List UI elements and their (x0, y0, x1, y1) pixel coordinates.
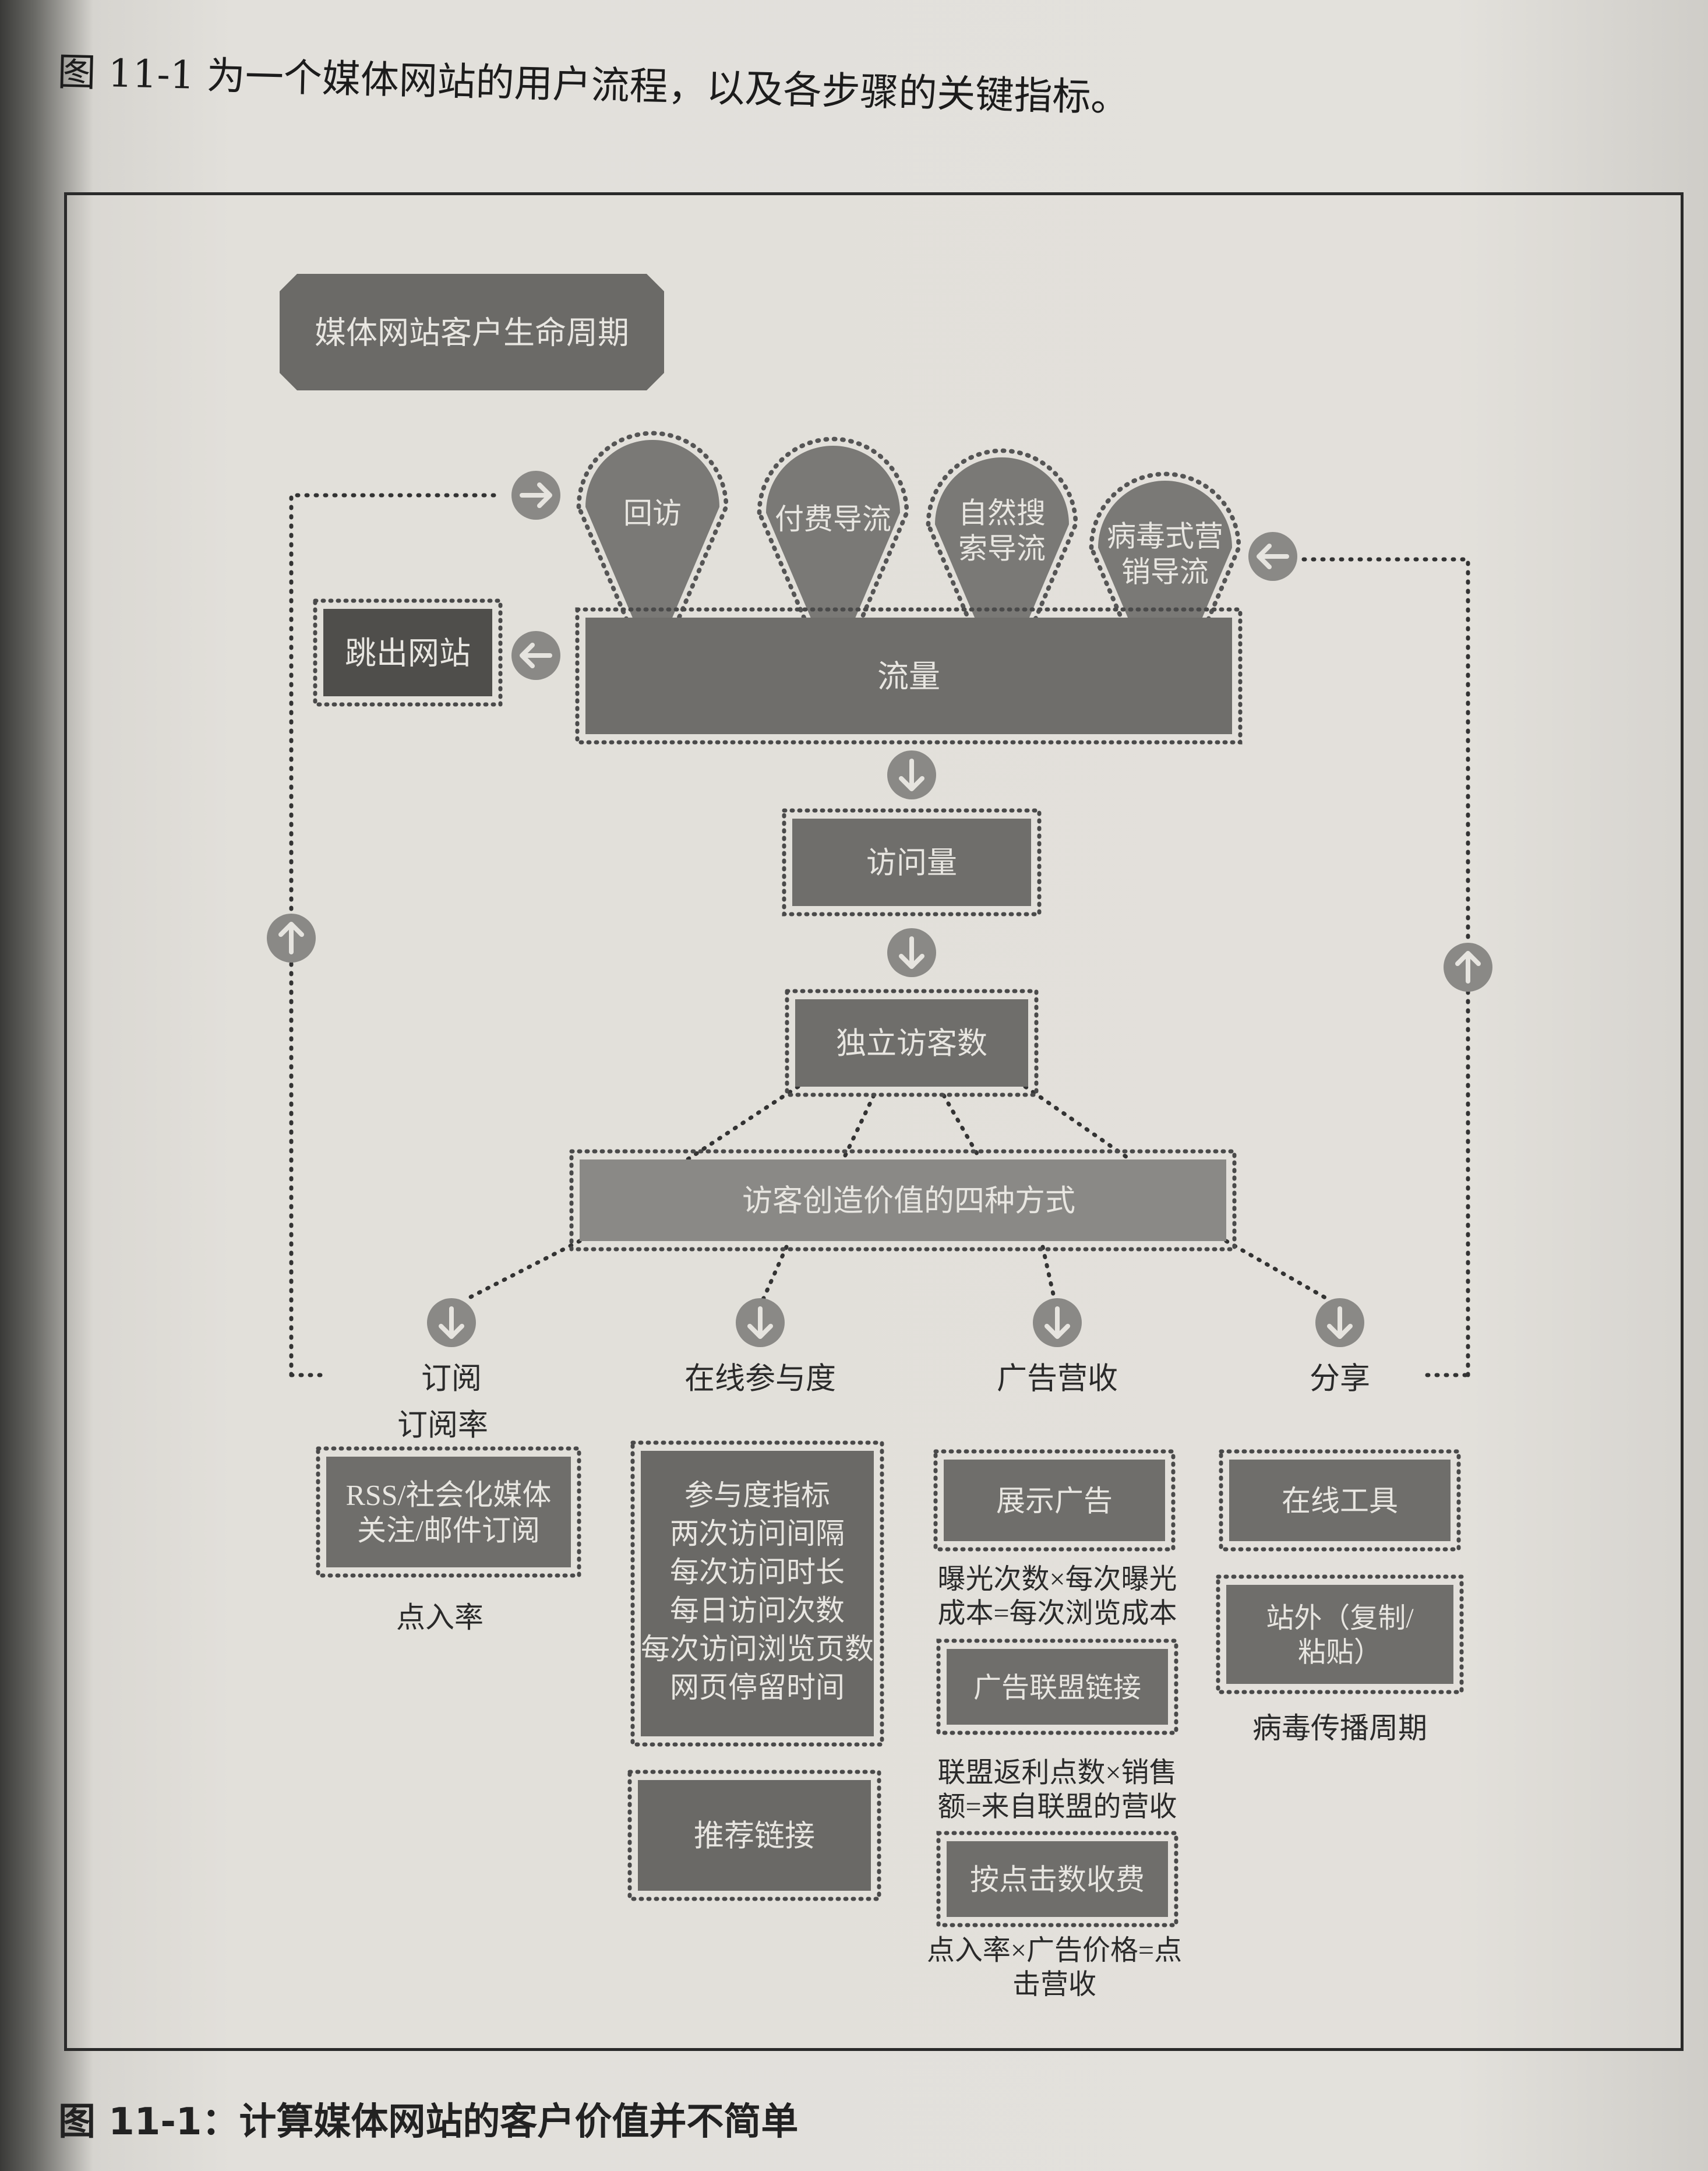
display-box-border (933, 1449, 1176, 1552)
ppc-label: 按点击数收费 (970, 1863, 1145, 1896)
branch-arrow-icon-2 (1033, 1298, 1082, 1347)
subscribe-box-border (316, 1446, 581, 1578)
fan-out-line-1 (761, 1245, 789, 1302)
fan-in-line-1 (842, 1093, 876, 1159)
offsite-label: 站外（复制/粘贴） (1266, 1603, 1414, 1668)
source-label-1: 付费导流 (775, 503, 891, 535)
branch-label-0: 订阅 (421, 1363, 482, 1396)
branch-label-2: 广告营收 (997, 1363, 1118, 1396)
loop-left-arrow-icon (1248, 532, 1297, 581)
source-label-2: 自然搜索导流 (958, 497, 1046, 565)
affiliate-box-border (936, 1638, 1178, 1735)
engagement-box-border (630, 1440, 884, 1747)
value-box-border (569, 1149, 1237, 1252)
source-drop-2-border (926, 448, 1078, 682)
branch-arrow-icon-3 (1315, 1298, 1364, 1347)
title-banner (280, 274, 664, 390)
unique-label: 独立访客数 (836, 1028, 987, 1061)
unique-box-border (785, 989, 1039, 1097)
display-formula: 曝光次数×每次曝光成本=每次浏览成本 (937, 1564, 1177, 1629)
visits-box (792, 819, 1031, 906)
source-drop-0-border (576, 431, 729, 665)
tools-label: 在线工具 (1282, 1485, 1398, 1517)
ppc-box-border (936, 1831, 1178, 1927)
value-box (580, 1159, 1226, 1241)
visits-label: 访问量 (866, 847, 957, 880)
affiliate-label: 广告联盟链接 (973, 1672, 1141, 1703)
diagram-title: 媒体网站客户生命周期 (315, 315, 629, 350)
referral-box (638, 1780, 871, 1891)
ppc-box (947, 1841, 1168, 1917)
branch-label-1: 在线参与度 (684, 1363, 836, 1396)
source-drop-1-border (757, 436, 909, 671)
traffic-box (585, 618, 1232, 734)
branch-arrow-icon-1 (736, 1298, 785, 1347)
referral-label: 推荐链接 (694, 1820, 815, 1853)
source-drop-2 (935, 457, 1069, 666)
traffic-box-border (575, 607, 1243, 745)
branch-arrow-icon-0 (427, 1298, 476, 1347)
fan-in-line-3 (1023, 1084, 1132, 1162)
display-label: 展示广告 (996, 1485, 1113, 1517)
subscribe-box (326, 1457, 571, 1567)
share-metric-label: 病毒传播周期 (1252, 1712, 1427, 1744)
traffic-label: 流量 (877, 659, 940, 694)
subscribe-metric-label: 点入率 (396, 1601, 484, 1634)
right-loop-line (1297, 557, 1470, 1377)
offsite-box (1226, 1585, 1453, 1684)
ppc-formula: 点入率×广告价格=点击营收 (927, 1935, 1182, 2000)
bounce-box-border (313, 598, 503, 707)
visits-box-border (782, 808, 1042, 917)
source-label-0: 回访 (623, 497, 682, 530)
figure-caption: 图 11-1：计算媒体网站的客户价值并不简单 (58, 2100, 799, 2144)
fan-out-line-0 (464, 1239, 582, 1302)
traffic-down-arrow-icon (887, 750, 936, 799)
affiliate-box (947, 1649, 1168, 1725)
value-label: 访客创造价值的四种方式 (742, 1185, 1075, 1218)
source-drop-1 (766, 446, 900, 654)
tools-box-border (1219, 1449, 1461, 1552)
affiliate-formula: 联盟返利点数×销售额=来自联盟的营收 (937, 1757, 1177, 1823)
fan-in-line-0 (685, 1084, 800, 1162)
bounce-arrow-icon (511, 631, 560, 680)
fan-in-line-2 (941, 1093, 981, 1159)
display-box (944, 1460, 1165, 1541)
source-drop-3 (1098, 481, 1232, 689)
source-drop-3-border (1089, 471, 1241, 706)
engagement-box (641, 1451, 874, 1736)
subscribe-box-label: RSS/社会化媒体关注/邮件订阅 (346, 1479, 552, 1547)
source-drop-0 (585, 440, 719, 649)
bounce-label: 跳出网站 (345, 636, 471, 671)
unique-box (795, 999, 1028, 1087)
engagement-box-label: 参与度指标两次访问间隔每次访问时长每日访问次数每次访问浏览页数网页停留时间 (641, 1479, 874, 1704)
referral-box-border (627, 1770, 881, 1901)
right-up-arrow-icon (1444, 943, 1492, 992)
bounce-box (323, 609, 492, 696)
branch-label-3: 分享 (1310, 1363, 1370, 1396)
loop-right-arrow-icon (511, 471, 560, 520)
subscribe-rate-label: 订阅率 (397, 1409, 488, 1443)
fan-out-line-2 (1040, 1245, 1057, 1302)
fan-out-line-3 (1224, 1239, 1331, 1302)
offsite-box-border (1216, 1574, 1464, 1694)
visits-down-arrow-icon (887, 928, 936, 977)
left-up-arrow-icon (267, 914, 316, 963)
tools-box (1229, 1460, 1451, 1541)
source-label-3: 病毒式营销导流 (1107, 520, 1223, 588)
